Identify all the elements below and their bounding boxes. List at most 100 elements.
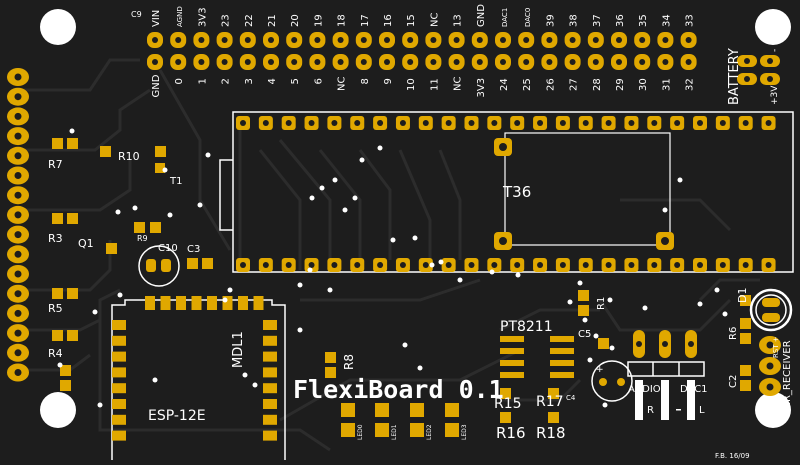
header-pin-hole [152, 59, 158, 65]
ir-header-pin-hole [766, 362, 774, 370]
label-audio: AUDIO [628, 384, 661, 395]
pad-r1-a [578, 290, 589, 301]
header-pin-hole [430, 59, 437, 65]
via [677, 177, 683, 183]
header-bottom-label: 9 [383, 78, 394, 84]
teensy-pin-hole [651, 262, 658, 268]
header-pin-hole [221, 37, 228, 43]
header-bottom-label: 10 [406, 78, 417, 91]
label-teensy: T36 [502, 183, 531, 201]
label-audio-r: R [647, 405, 654, 416]
pad-q1-a [106, 243, 117, 254]
teensy-pin-hole [697, 120, 703, 126]
teensy-pin-hole [582, 262, 589, 268]
label-module-chip: ESP-12E [148, 408, 206, 424]
via [489, 269, 495, 275]
d1-led [749, 288, 793, 332]
header-pin-hole [592, 37, 599, 43]
header-top-label: 35 [638, 14, 649, 27]
header-bottom-label: 32 [685, 78, 696, 91]
teensy-pin-hole [491, 262, 498, 268]
via [567, 299, 573, 305]
pad-r8-b [325, 367, 336, 378]
teensy-pin-hole [331, 120, 338, 126]
header-bottom-label: 25 [522, 78, 533, 91]
header-bottom-label: 8 [360, 78, 371, 84]
label-r9: R9 [137, 234, 148, 243]
teensy-pin-hole [422, 262, 429, 268]
teensy-pin-hole [354, 120, 361, 126]
teensy-pin-hole [674, 120, 681, 126]
c4-pad-b [617, 378, 625, 386]
teensy-bottom-pins [236, 258, 776, 272]
header-bottom-label: 27 [569, 78, 580, 91]
pad-r3-a [52, 213, 63, 224]
via [97, 402, 103, 408]
header-pin-hole [453, 59, 460, 65]
pad-r4-a [52, 330, 63, 341]
header-top-label: 18 [337, 14, 348, 27]
d1-pad-b [762, 313, 780, 322]
mounting-hole-bottom-left [40, 392, 76, 428]
via [227, 287, 233, 293]
header-top-label: 13 [453, 14, 464, 27]
via [252, 382, 258, 388]
led-pad [375, 403, 389, 417]
esp-pad-left [112, 351, 126, 362]
header-pin-hole [523, 37, 530, 43]
header-pin-hole [639, 59, 646, 65]
header-top-label: NC [429, 13, 440, 27]
header-pin-hole [337, 59, 344, 65]
left-header-pin-hole [14, 290, 22, 298]
led-pad [341, 403, 355, 417]
header-top-label: 34 [661, 14, 672, 27]
esp-pad-top [238, 296, 248, 310]
header-top-label: 23 [221, 14, 232, 27]
esp-pad-top [145, 296, 155, 310]
header-pin-hole [268, 37, 274, 43]
teensy-pin-hole [491, 120, 498, 126]
led-pad [445, 403, 459, 417]
header-pin-hole [175, 37, 182, 43]
audio-pin-2-hole [662, 341, 668, 347]
header-pin-hole [662, 37, 669, 43]
via [359, 157, 365, 163]
header-pin-hole [360, 59, 367, 65]
label-q1: Q1 [78, 237, 94, 250]
pad-r17-a [548, 388, 559, 399]
teensy-pin-hole [559, 262, 566, 268]
battery-pad-2-hole [744, 76, 750, 82]
led-label: LED0 [357, 424, 364, 440]
via [167, 212, 173, 218]
header-bottom-label: 4 [267, 78, 278, 84]
pad-c3-b [202, 258, 213, 269]
via [117, 292, 123, 298]
left-header-pin-hole [14, 349, 22, 357]
teensy-pin-hole [674, 262, 681, 268]
via [390, 237, 396, 243]
pad-t1-a [155, 163, 165, 173]
teensy-sd-outline [504, 132, 671, 246]
esp-pad-right [263, 430, 277, 441]
pad-r16-a [500, 412, 511, 423]
left-header-pin-hole [14, 309, 22, 317]
teensy-pin-hole [537, 120, 544, 126]
via [587, 357, 593, 363]
pad-r18-a [548, 412, 559, 423]
header-pin-hole [662, 59, 669, 65]
teensy-pin-hole [422, 120, 429, 126]
via [57, 362, 63, 368]
c10-pad-a [146, 259, 156, 272]
esp-pad-right [263, 335, 277, 346]
esp-pad-right [263, 399, 277, 409]
header-pin-hole [198, 59, 205, 65]
via [319, 185, 325, 191]
teensy-pin-hole [765, 120, 772, 126]
header-bottom-label: 6 [313, 78, 324, 84]
esp-pad-left [112, 335, 126, 346]
teensy-pad-a-hole [499, 143, 507, 151]
via [132, 205, 138, 211]
pt8211-pad-l4 [500, 372, 524, 378]
d1-outer-ring [749, 288, 793, 332]
